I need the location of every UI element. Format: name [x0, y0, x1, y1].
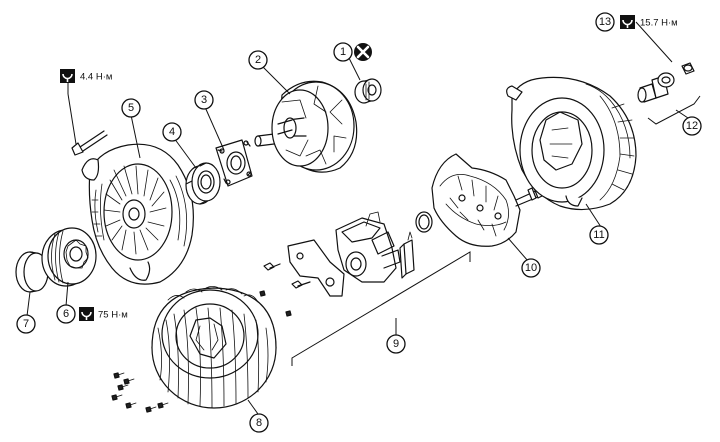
- callout-2-label: 2: [255, 54, 261, 66]
- torque-value-bolt: 4.4 Н·м: [80, 72, 112, 83]
- retainer-plate-part: [215, 139, 253, 187]
- torque-wrench-icon: [620, 15, 635, 29]
- callout-4: 4: [162, 122, 182, 142]
- stator-screws: [111, 372, 169, 413]
- callout-5-label: 5: [128, 102, 134, 114]
- torque-wrench-icon: [79, 307, 94, 321]
- rotor-part: [254, 80, 358, 173]
- stator-part: [151, 286, 277, 409]
- callout-12-label: 12: [686, 120, 698, 132]
- torque-wrench-icon: [60, 69, 75, 83]
- callout-11: 11: [589, 225, 609, 245]
- callout-8: 8: [249, 413, 269, 433]
- callout-10: 10: [521, 258, 541, 278]
- spacer-collar-part: [354, 78, 382, 104]
- pulley-part: [41, 227, 97, 287]
- callout-13: 13: [595, 12, 615, 32]
- callout-8-label: 8: [256, 417, 262, 429]
- callout-11-label: 11: [593, 229, 604, 241]
- rectifier-part: [431, 153, 543, 247]
- callout-1: 1: [333, 42, 353, 62]
- callout-1-label: 1: [340, 46, 346, 58]
- terminal-insulator-part: [637, 62, 695, 103]
- rear-housing-part: [506, 76, 637, 211]
- callout-5: 5: [121, 98, 141, 118]
- bearing-part: [185, 162, 221, 205]
- front-housing-part: [71, 130, 194, 285]
- callout-2: 2: [248, 50, 268, 70]
- callout-9-label: 9: [393, 338, 399, 350]
- callout-4-label: 4: [169, 126, 175, 138]
- do-not-reuse-icon: [354, 43, 372, 61]
- voltage-regulator-part: [259, 211, 433, 317]
- torque-value-terminal-nut: 15.7 Н·м: [640, 18, 678, 29]
- callout-3: 3: [194, 90, 214, 110]
- callout-6-label: 6: [63, 308, 69, 320]
- callout-7-label: 7: [23, 318, 29, 330]
- callout-12: 12: [682, 116, 702, 136]
- callout-10-label: 10: [525, 262, 537, 274]
- torque-value-pulley: 75 Н·м: [98, 310, 128, 321]
- callout-9: 9: [386, 334, 406, 354]
- leader-lines: [26, 21, 701, 415]
- callout-7: 7: [16, 314, 36, 334]
- callout-13-label: 13: [599, 16, 611, 28]
- callout-6: 6: [56, 304, 76, 324]
- callout-3-label: 3: [201, 94, 207, 106]
